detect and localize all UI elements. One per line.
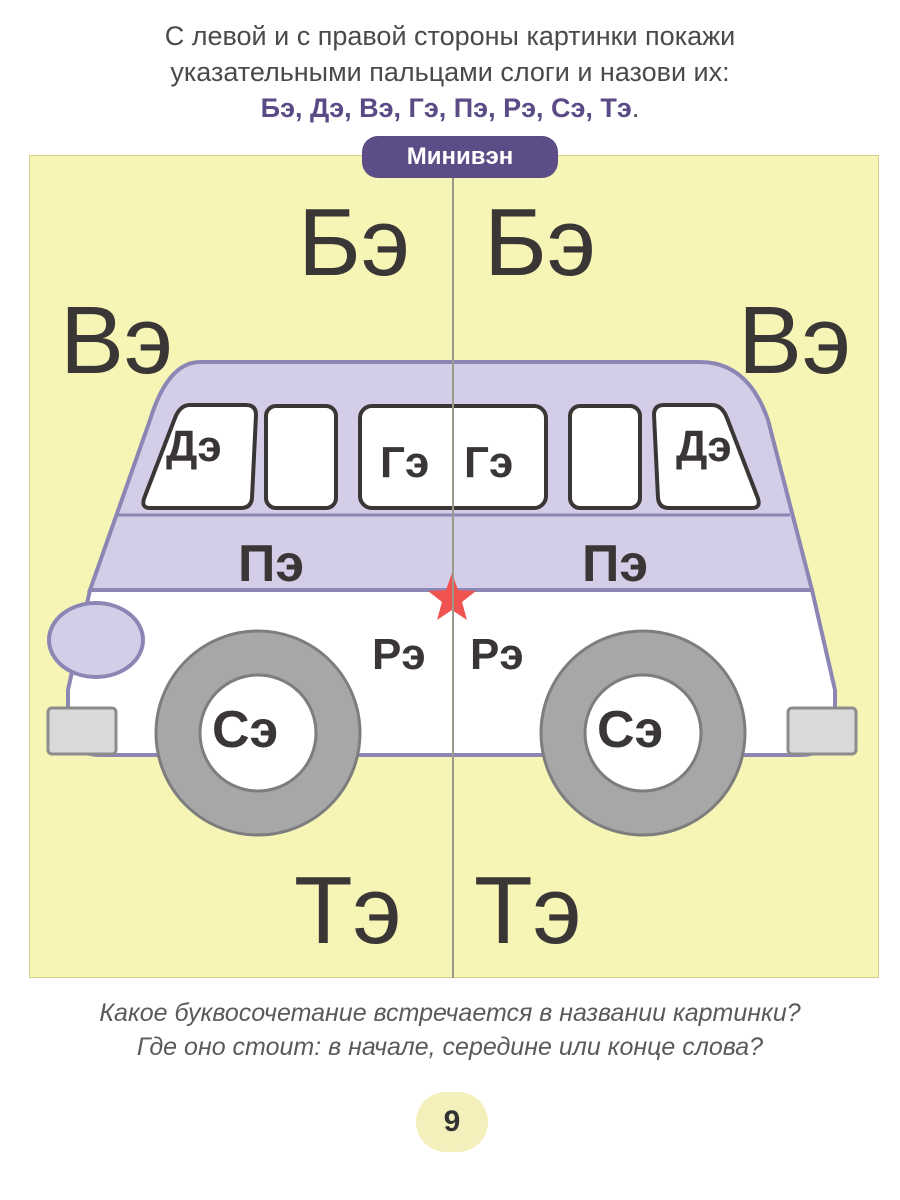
syllable-ve-left: Вэ [60, 287, 174, 394]
syllable-ge-left: Гэ [380, 438, 430, 487]
syllable-list: Бэ, Дэ, Вэ, Гэ, Пэ, Рэ, Сэ, Тэ [260, 93, 632, 123]
instruction-line-1: С левой и с правой стороны картинки пока… [164, 21, 736, 51]
picture-title-badge: Минивэн [362, 136, 558, 178]
question-line-2: Где оно стоит: в начале, середине или ко… [136, 1033, 764, 1061]
syllable-de-right: Дэ [676, 422, 732, 471]
instruction-text: С левой и с правой стороны картинки пока… [0, 18, 900, 126]
front-left-window [141, 403, 259, 510]
question-line-1: Какое буквосочетание встречается в назва… [99, 999, 801, 1027]
syllable-se-left: Сэ [212, 701, 279, 759]
syllable-te-left: Тэ [294, 857, 402, 964]
headlight [47, 601, 145, 679]
syllable-ge-right: Гэ [464, 438, 514, 487]
syllable-te-right: Тэ [474, 857, 582, 964]
syllable-re-right: Рэ [470, 630, 524, 679]
syllable-ve-right: Вэ [738, 287, 852, 394]
right-hub [583, 673, 703, 793]
center-divider-line [452, 155, 454, 978]
syllable-de-left: Дэ [166, 422, 222, 471]
syllable-pe-right: Пэ [582, 535, 649, 593]
syllable-list-period: . [631, 93, 640, 123]
left-hub [198, 673, 318, 793]
front-right-window [651, 403, 761, 510]
syllable-se-right: Сэ [597, 701, 664, 759]
instruction-line-2: указательными пальцами слоги и назови их… [170, 57, 730, 87]
rear-bumper [786, 706, 858, 756]
instruction-line-3: Бэ, Дэ, Вэ, Гэ, Пэ, Рэ, Сэ, Тэ. [0, 90, 900, 126]
syllable-be-right: Бэ [484, 189, 596, 296]
side-window-right [568, 404, 642, 510]
side-window-left [264, 404, 338, 510]
front-bumper [46, 706, 118, 756]
syllable-be-left: Бэ [298, 189, 410, 296]
page-number: 9 [416, 1092, 488, 1152]
syllable-pe-left: Пэ [238, 535, 305, 593]
question-text: Какое буквосочетание встречается в назва… [0, 996, 900, 1064]
syllable-re-left: Рэ [372, 630, 426, 679]
